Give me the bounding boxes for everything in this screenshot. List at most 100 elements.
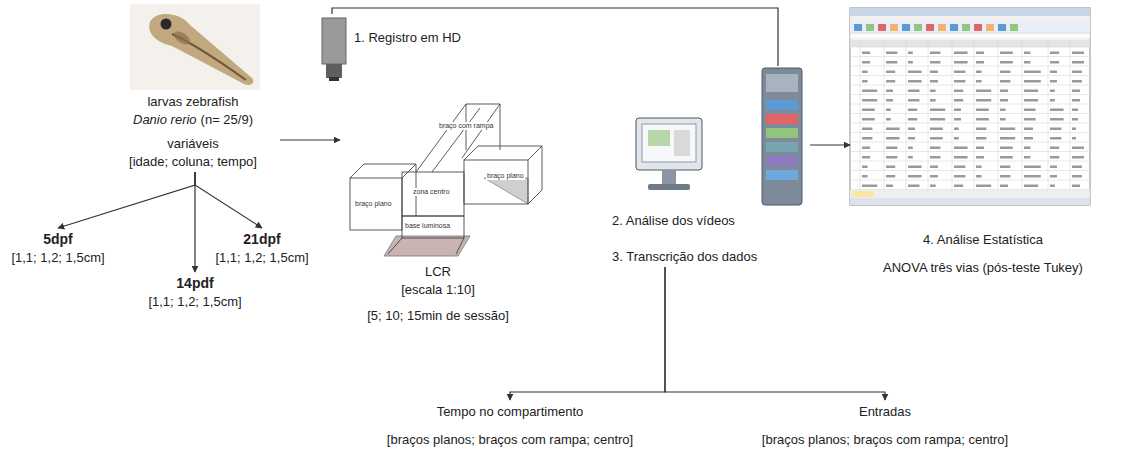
node-text: [escala 1:10] [401,282,475,297]
cell-content [976,156,984,159]
cell-content [976,118,989,121]
cell-content [976,80,982,83]
cell-content [1072,80,1082,83]
cell-content [908,175,922,178]
cell-content [1000,52,1013,55]
part-name: braço plano [354,200,393,208]
cell-content [886,109,891,112]
toolbar-icon [974,24,982,31]
zebrafish-photo [130,4,260,90]
cell-content [1000,90,1008,93]
cell-content [908,71,922,74]
cell-content [1050,147,1059,150]
cell-content [862,80,868,83]
cell-content [908,118,917,121]
cell-content [1050,156,1059,159]
node-text: Tempo no compartimento [437,404,584,419]
cell-content [1072,118,1078,121]
toolbar-icon [866,24,874,31]
cell-content [954,52,968,55]
cell-content [976,166,982,169]
grid-line [1022,40,1023,190]
text-line: larvas zebrafish [110,92,276,110]
node-text: Entradas [859,404,911,419]
text-line: [idade; coluna; tempo] [110,152,276,170]
grid-line [850,85,1090,86]
cell-content [1024,61,1030,64]
cell-content [1050,137,1061,140]
cell-content [862,156,870,159]
cell-content [1072,147,1084,150]
cell-content [862,137,872,140]
node-text: 4. Análise Estatística [923,232,1043,247]
cell-content [1050,71,1057,74]
cell-content [908,137,915,140]
cell-content [976,185,991,188]
toolbar-icon [962,24,970,31]
grid-line [850,161,1090,162]
cell-content [1072,109,1078,112]
cell-content [886,147,897,150]
toolbar-icon [926,24,934,31]
text-line: variáveis [110,134,276,152]
cell-content [1050,109,1064,112]
cell-content [1050,175,1057,178]
cell-content [1050,99,1055,102]
cell-content [930,52,940,55]
cell-content [908,185,919,188]
grid-line [850,189,1090,190]
node-text: 5dpf [43,231,73,247]
node-text: ANOVA três vias (pós-teste Tukey) [883,260,1083,275]
cell-content [886,166,895,169]
computer-monitor [636,118,702,190]
outcome-measure: Tempo no compartimento [braços planos; br… [383,400,637,450]
cell-content [862,185,877,188]
grid-line [1048,40,1049,190]
cell-content [886,71,895,74]
node-text: [1,1; 1,2; 1,5cm] [215,250,308,265]
cell-content [1000,109,1006,112]
connector-arrow [194,172,195,272]
node-text: 1. Registro em HD [354,30,461,45]
text-line: [1,1; 1,2; 1,5cm] [11,248,104,266]
node-text: 3. Transcrição dos dados [612,249,757,264]
cell-content [886,156,897,159]
video-camera [322,18,346,81]
cell-content [954,156,968,159]
connector-arrow [665,267,885,400]
grid-line [850,56,1090,57]
cell-content [1000,175,1010,178]
cell-content [908,52,913,55]
cell-content [976,147,984,150]
cell-content [1050,128,1061,131]
age-group: 21dpf[1,1; 1,2; 1,5cm] [211,228,312,268]
cell-content [1050,52,1059,55]
grid-line [850,104,1090,105]
cell-content [862,71,868,74]
cell-content [1000,80,1010,83]
computer-analysis: 2. Análise dos vídeos3. Transcrição dos … [600,66,810,267]
node-text: [braços planos; braços com rampa; centro… [387,432,633,447]
text-line: [1,1; 1,2; 1,5cm] [215,248,308,266]
cell-content [930,156,940,159]
node-text: 14pdf [176,275,213,291]
cell-content [930,90,936,93]
text-line: [braços planos; braços com rampa; centro… [762,430,1008,448]
grid-line [850,180,1090,181]
cell-content [1072,71,1082,74]
text-line: 4. Análise Estatística [870,230,1096,248]
cell-content [1050,118,1064,121]
cell-content [954,80,965,83]
toolbar-icon [998,24,1006,31]
connector-arrow [195,172,262,228]
cell-content [908,61,913,64]
cell-content [954,166,965,169]
toolbar-icon [902,24,910,31]
cell-content [954,90,963,93]
toolbar-icon [938,24,946,31]
grid-line [974,40,975,190]
cell-content [1024,118,1036,121]
cell-content [954,109,961,112]
cell-content [1072,128,1076,131]
